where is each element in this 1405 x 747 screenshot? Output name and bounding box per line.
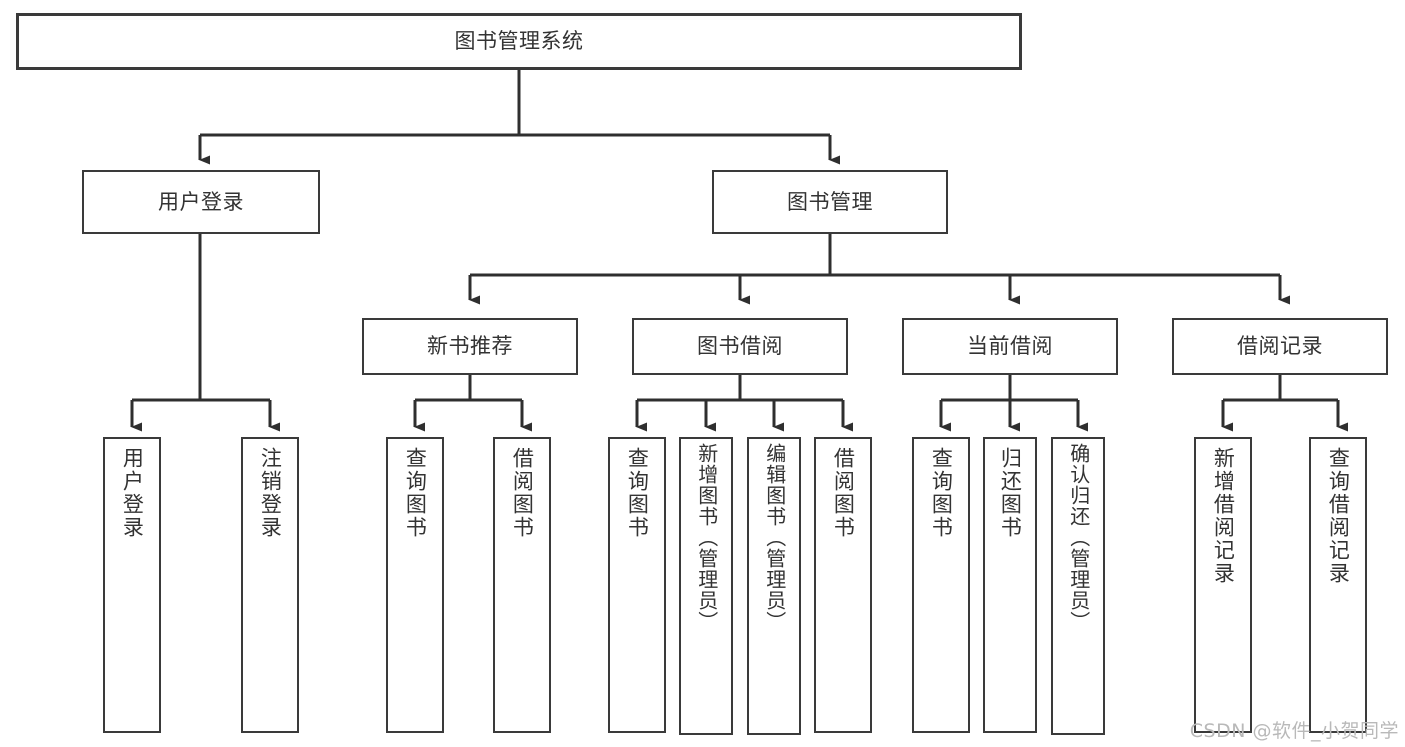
node-label: 编辑图书（管理员）	[762, 443, 787, 632]
node-label: 图书借阅	[697, 334, 783, 359]
leaf-borrow-query-book[interactable]: 查询图书	[608, 437, 666, 733]
leaf-current-return-book[interactable]: 归还图书	[983, 437, 1037, 733]
node-new-book-recommend[interactable]: 新书推荐	[362, 318, 578, 375]
node-label: 用户登录	[120, 447, 145, 539]
node-book-borrow[interactable]: 图书借阅	[632, 318, 848, 375]
leaf-record-query-record[interactable]: 查询借阅记录	[1309, 437, 1367, 733]
node-label: 借阅图书	[510, 447, 535, 539]
node-label: 借阅图书	[831, 447, 856, 539]
leaf-current-query-book[interactable]: 查询图书	[912, 437, 970, 733]
leaf-borrow-add-book-admin[interactable]: 新增图书（管理员）	[679, 437, 733, 735]
node-label: 归还图书	[998, 447, 1023, 539]
node-label: 查询借阅记录	[1326, 447, 1351, 585]
node-label: 用户登录	[158, 189, 244, 214]
node-root-system[interactable]: 图书管理系统	[16, 13, 1022, 70]
node-user-login[interactable]: 用户登录	[82, 170, 320, 234]
node-label: 确认归还（管理员）	[1066, 443, 1091, 632]
node-label: 新书推荐	[427, 334, 513, 359]
leaf-borrow-edit-book-admin[interactable]: 编辑图书（管理员）	[747, 437, 801, 735]
node-borrow-record[interactable]: 借阅记录	[1172, 318, 1388, 375]
node-label: 注销登录	[258, 447, 283, 539]
leaf-new-book-query[interactable]: 查询图书	[386, 437, 444, 733]
node-label: 新增借阅记录	[1211, 447, 1236, 585]
node-label: 查询图书	[403, 447, 428, 539]
leaf-user-login-login[interactable]: 用户登录	[103, 437, 161, 733]
leaf-borrow-borrow-book[interactable]: 借阅图书	[814, 437, 872, 733]
node-label: 查询图书	[625, 447, 650, 539]
node-book-management[interactable]: 图书管理	[712, 170, 948, 234]
node-label: 新增图书（管理员）	[694, 443, 719, 632]
node-label: 借阅记录	[1237, 334, 1323, 359]
watermark-text: CSDN @软件_小贺同学	[1189, 720, 1399, 742]
node-label: 查询图书	[929, 447, 954, 539]
leaf-current-confirm-return-admin[interactable]: 确认归还（管理员）	[1051, 437, 1105, 735]
leaf-new-book-borrow[interactable]: 借阅图书	[493, 437, 551, 733]
leaf-record-add-record[interactable]: 新增借阅记录	[1194, 437, 1252, 733]
node-label: 图书管理	[787, 189, 873, 214]
node-label: 图书管理系统	[454, 29, 584, 54]
node-current-borrow[interactable]: 当前借阅	[902, 318, 1118, 375]
leaf-user-login-logout[interactable]: 注销登录	[241, 437, 299, 733]
node-label: 当前借阅	[967, 334, 1053, 359]
